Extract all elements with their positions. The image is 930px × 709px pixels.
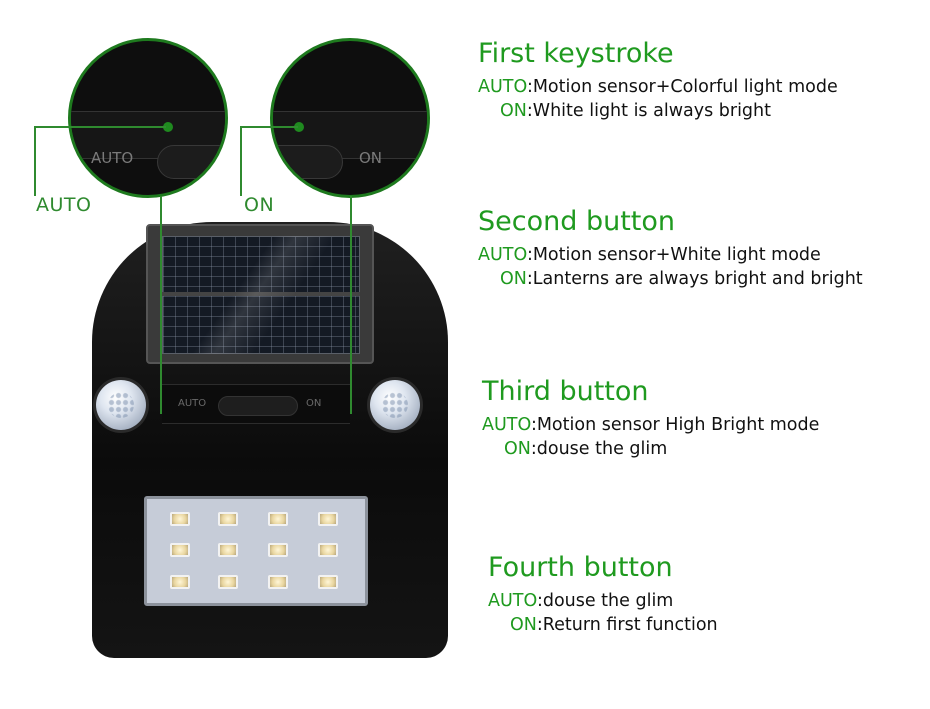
on-line: ON:douse the glim — [482, 439, 819, 459]
pir-sensor-icon — [96, 380, 146, 430]
led — [170, 543, 190, 557]
leader-auto-v — [34, 126, 36, 196]
led — [318, 543, 338, 557]
on-key: ON — [504, 439, 531, 459]
on-key: ON — [500, 269, 527, 289]
zoom-circle-auto: AUTO — [68, 38, 228, 198]
on-line: ON:White light is always bright — [478, 101, 838, 121]
auto-line: AUTO:Motion sensor High Bright mode — [482, 415, 819, 435]
on-key: ON — [510, 615, 537, 635]
auto-line: AUTO:Motion sensor+Colorful light mode — [478, 77, 838, 97]
on-text: :White light is always bright — [526, 101, 771, 121]
callout-auto: AUTO — [36, 194, 92, 216]
auto-key: AUTO — [482, 415, 531, 435]
auto-key: AUTO — [478, 245, 527, 265]
leader-on-down — [350, 196, 352, 414]
led — [218, 543, 238, 557]
callout-on: ON — [244, 194, 275, 216]
on-line: ON:Return first function — [488, 615, 718, 635]
led — [170, 512, 190, 526]
on-text: :Lanterns are always bright and bright — [526, 269, 863, 289]
leader-auto-down — [160, 196, 162, 414]
pir-sensor-icon — [370, 380, 420, 430]
solar-panel-glare — [162, 236, 360, 354]
callout-dot-on — [294, 122, 304, 132]
leader-auto-h — [34, 126, 166, 128]
solar-panel-divider — [162, 292, 360, 296]
auto-line: AUTO:Motion sensor+White light mode — [478, 245, 863, 265]
auto-key: AUTO — [488, 591, 537, 611]
led — [318, 575, 338, 589]
section-fourth: Fourth button AUTO:douse the glim ON:Ret… — [488, 552, 718, 635]
on-text: :Return first function — [536, 615, 718, 635]
switch-label-on: ON — [306, 398, 322, 409]
auto-text: :Motion sensor+Colorful light mode — [526, 77, 838, 97]
section-third: Third button AUTO:Motion sensor High Bri… — [482, 376, 819, 459]
led — [318, 512, 338, 526]
on-text: :douse the glim — [530, 439, 668, 459]
auto-key: AUTO — [478, 77, 527, 97]
section-title: Fourth button — [488, 552, 673, 583]
auto-text: :douse the glim — [536, 591, 674, 611]
section-title: First keystroke — [478, 38, 674, 69]
auto-text: :Motion sensor+White light mode — [526, 245, 821, 265]
leader-on-v — [240, 126, 242, 196]
leader-on-h — [240, 126, 298, 128]
led — [268, 543, 288, 557]
auto-line: AUTO:douse the glim — [488, 591, 718, 611]
auto-text: :Motion sensor High Bright mode — [530, 415, 820, 435]
zoom-label-on: ON — [359, 149, 383, 167]
section-second: Second button AUTO:Motion sensor+White l… — [478, 206, 863, 289]
led — [218, 575, 238, 589]
led — [170, 575, 190, 589]
section-first: First keystroke AUTO:Motion sensor+Color… — [478, 38, 838, 121]
switch-icon — [218, 396, 298, 416]
switch-label-auto: AUTO — [178, 398, 207, 409]
product-illustration: AUTO ON AUTO ON AUTO ON — [0, 0, 460, 709]
led — [268, 575, 288, 589]
section-title: Second button — [478, 206, 676, 237]
zoom-label-auto: AUTO — [91, 149, 134, 167]
led — [268, 512, 288, 526]
on-line: ON:Lanterns are always bright and bright — [478, 269, 863, 289]
zoom-circle-on: ON — [270, 38, 430, 198]
on-key: ON — [500, 101, 527, 121]
section-title: Third button — [482, 376, 649, 407]
callout-dot-auto — [163, 122, 173, 132]
led — [218, 512, 238, 526]
